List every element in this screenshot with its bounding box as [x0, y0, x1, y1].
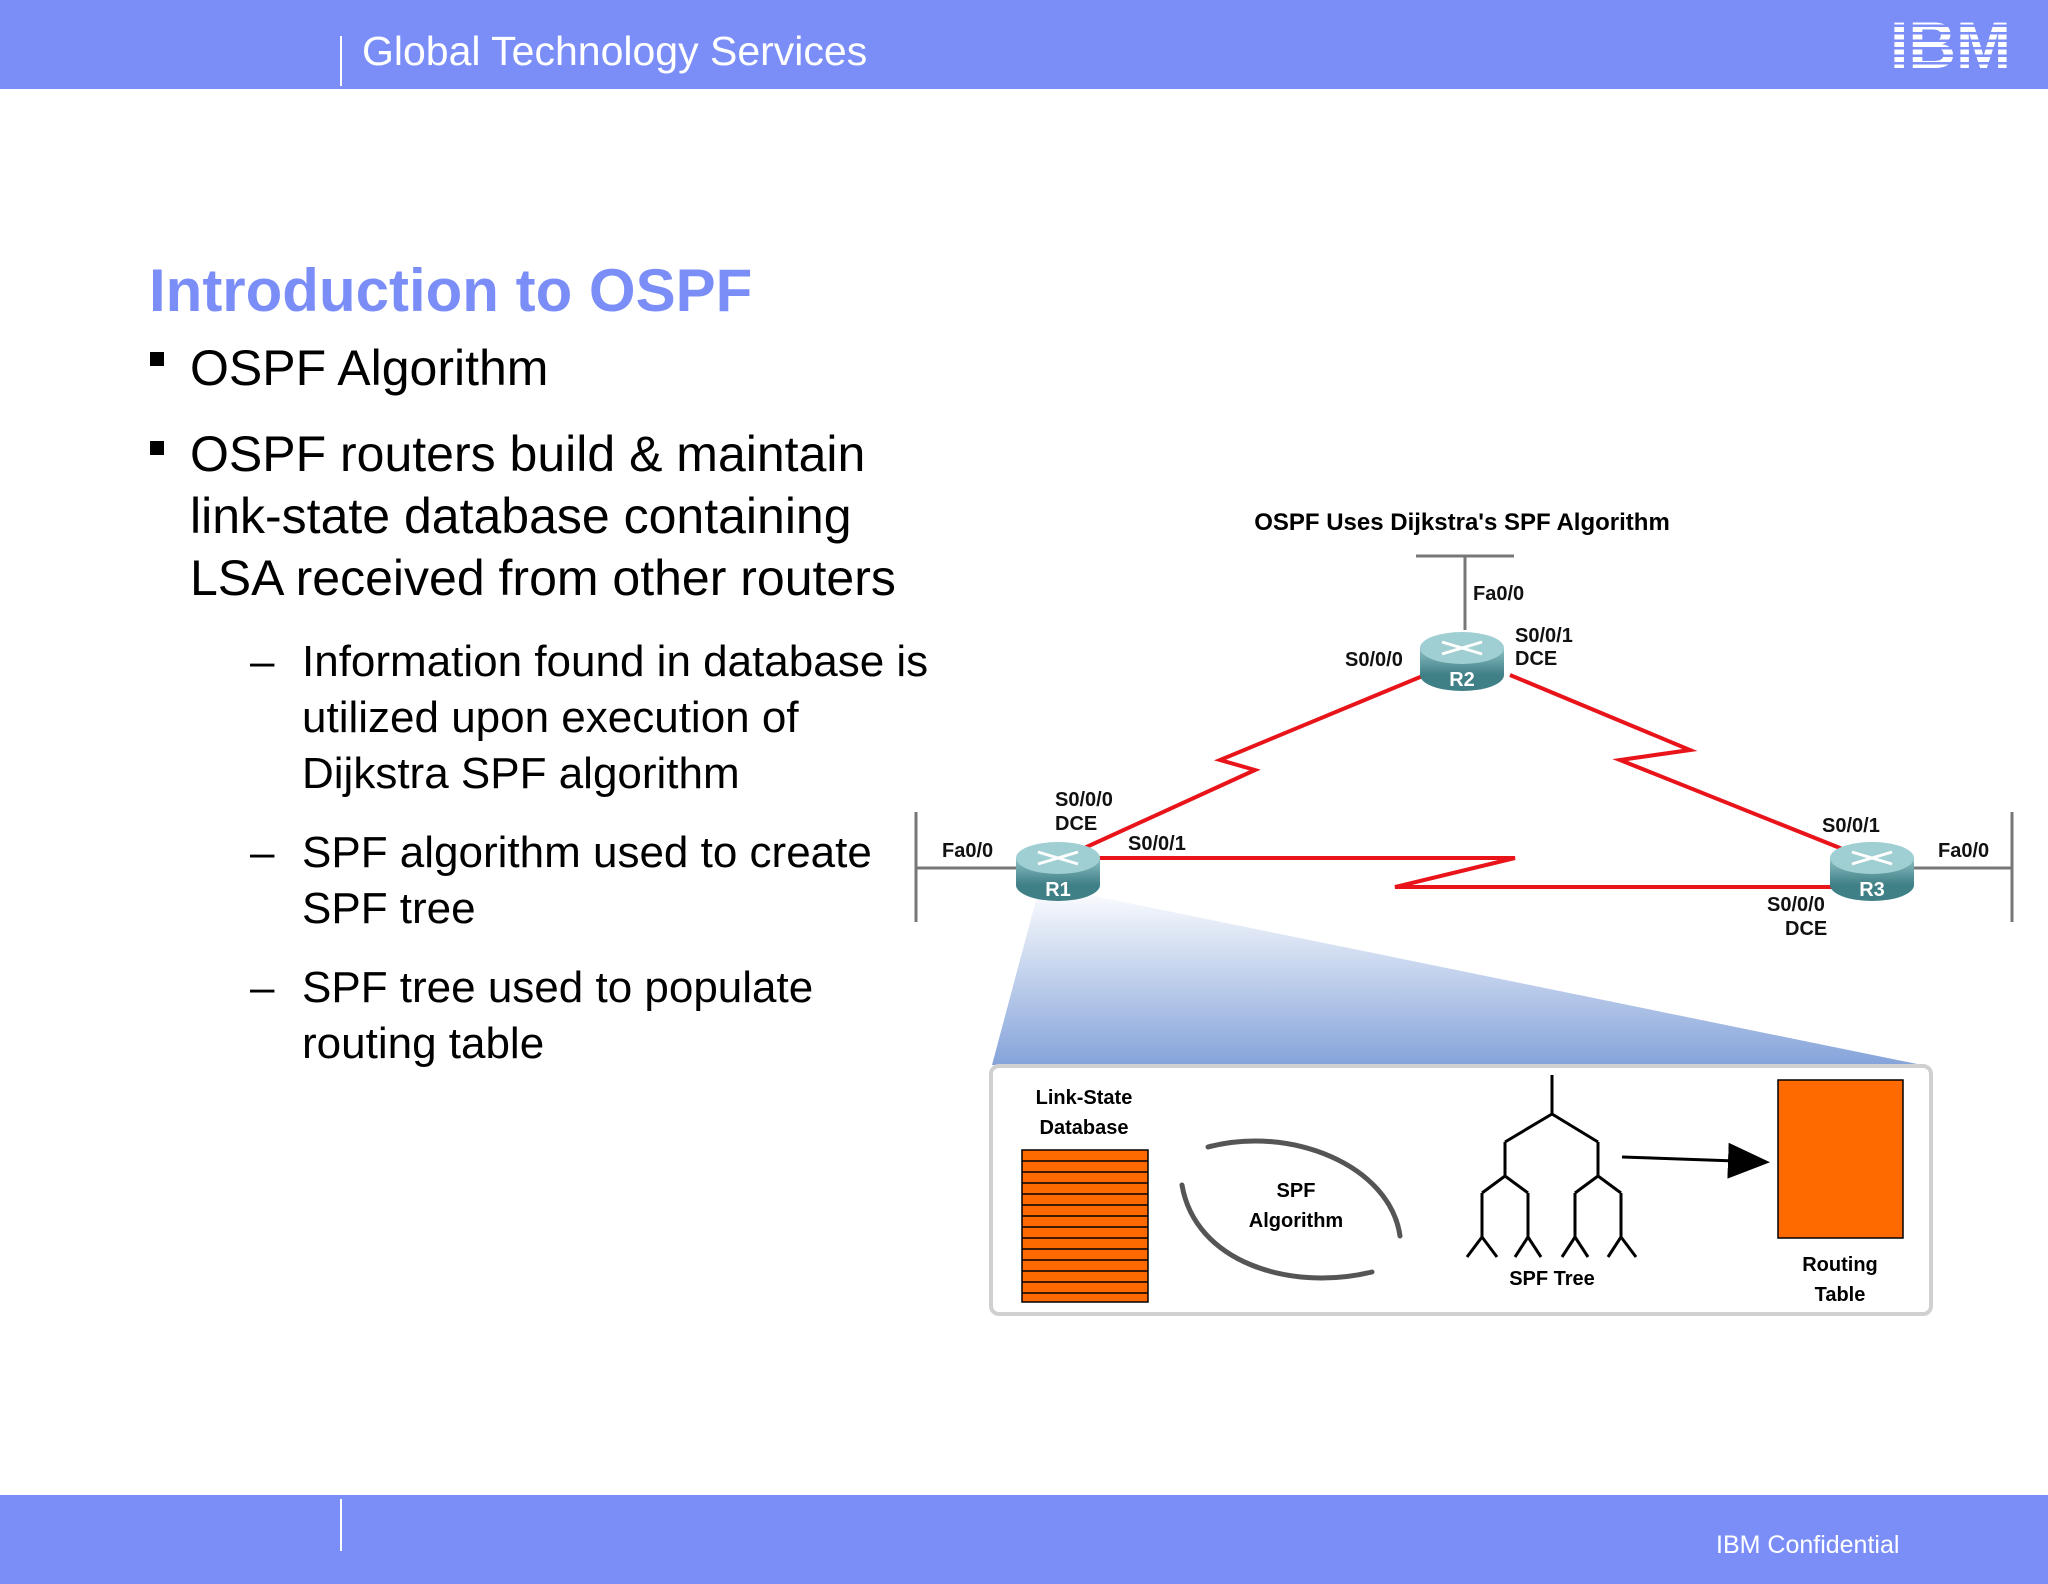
diagram-title: OSPF Uses Dijkstra's SPF Algorithm [1254, 509, 1670, 536]
header-bar: Global Technology Services IBM [0, 0, 2048, 89]
router-r2-name: R2 [1449, 669, 1475, 691]
bullet-1-line-1: OSPF Algorithm [190, 340, 549, 396]
spf-algorithm-label-line-1: SPF [1277, 1180, 1316, 1202]
bullet-1: OSPF Algorithm [190, 337, 548, 399]
link-r2-r3 [1509, 673, 1871, 862]
router-r2: R2 [1420, 632, 1504, 691]
spf-algorithm-cycle-icon [1179, 1138, 1403, 1281]
confidential-label: IBM Confidential [1716, 1531, 1900, 1559]
sub-bullet-1-line-2: utilized upon execution of [302, 693, 799, 742]
r1-fa00-label: Fa0/0 [942, 840, 993, 862]
r2-dce-label: DCE [1515, 648, 1557, 670]
r2-s001-label: S0/0/1 [1515, 625, 1573, 647]
header-divider [340, 36, 342, 86]
sub-bullet-dash: – [250, 637, 275, 686]
sub-bullet-1-line-3: Dijkstra SPF algorithm [302, 749, 740, 798]
r1-s000-label: S0/0/0 [1055, 789, 1113, 811]
bullet-2: OSPF routers build & maintain link-state… [190, 423, 896, 609]
r1-s001-label: S0/0/1 [1128, 833, 1186, 855]
ibm-logo-text: IBM [1890, 12, 2011, 72]
r3-dce-label: DCE [1785, 918, 1827, 940]
footer-bar: IBM Confidential [0, 1495, 2048, 1584]
spf-algorithm-label-line-2: Algorithm [1249, 1210, 1343, 1232]
sub-bullet-1: Information found in database is utilize… [302, 634, 928, 802]
lsdb-label-line-1: Link-State [1036, 1087, 1133, 1109]
sub-bullet-dash: – [250, 828, 275, 877]
sub-bullet-2-line-1: SPF algorithm used to create [302, 828, 872, 877]
routing-table-icon [1777, 1079, 1904, 1239]
r3-s001-label: S0/0/1 [1822, 815, 1880, 837]
interface-labels: Fa0/0 S0/0/0 S0/0/1 DCE S0/0/0 DCE S0/0/… [942, 583, 1989, 940]
r1-dce-label: DCE [1055, 813, 1097, 835]
footer-divider [340, 1499, 342, 1551]
org-name: Global Technology Services [362, 28, 868, 74]
routing-table-label-line-2: Table [1815, 1284, 1866, 1306]
expansion-beam [992, 885, 1922, 1065]
lsdb-label-line-2: Database [1040, 1117, 1129, 1139]
router-r3: R3 [1830, 842, 1914, 901]
arrow-to-routing-table [1621, 1142, 1770, 1179]
router-r1-name: R1 [1045, 879, 1071, 901]
bullet-marker [150, 441, 164, 455]
sub-bullet-dash: – [250, 963, 275, 1012]
bullet-2-line-1: OSPF routers build & maintain [190, 426, 866, 482]
r2-fa00-label: Fa0/0 [1473, 583, 1524, 605]
router-r3-name: R3 [1859, 879, 1885, 901]
r3-s000-label: S0/0/0 [1767, 894, 1825, 916]
router-r1: R1 [1016, 842, 1100, 901]
link-r1-r3 [1060, 856, 1870, 889]
spf-tree-icon [1465, 1075, 1638, 1258]
r3-fa00-label: Fa0/0 [1938, 840, 1989, 862]
serial-links [1057, 673, 1871, 889]
spf-tree-label: SPF Tree [1509, 1268, 1595, 1290]
r2-s000-label: S0/0/0 [1345, 649, 1403, 671]
routing-table-label-line-1: Routing [1802, 1254, 1878, 1276]
link-state-database-icon [1021, 1149, 1149, 1303]
bullet-marker [150, 352, 164, 366]
link-r1-r2 [1057, 673, 1426, 862]
bullet-2-line-2: link-state database containing [190, 488, 852, 544]
lan-segments [914, 554, 2014, 922]
sub-bullet-3-line-2: routing table [302, 1019, 545, 1068]
sub-bullet-2: SPF algorithm used to create SPF tree [302, 825, 872, 937]
sub-bullet-2-line-2: SPF tree [302, 884, 476, 933]
ibm-logo: IBM [1890, 12, 2011, 72]
sub-bullet-1-line-1: Information found in database is [302, 637, 929, 686]
bullet-2-line-3: LSA received from other routers [190, 550, 896, 606]
sub-bullet-3-line-1: SPF tree used to populate [302, 963, 814, 1012]
sub-bullet-3: SPF tree used to populate routing table [302, 960, 813, 1072]
slide-title: Introduction to OSPF [149, 257, 753, 324]
